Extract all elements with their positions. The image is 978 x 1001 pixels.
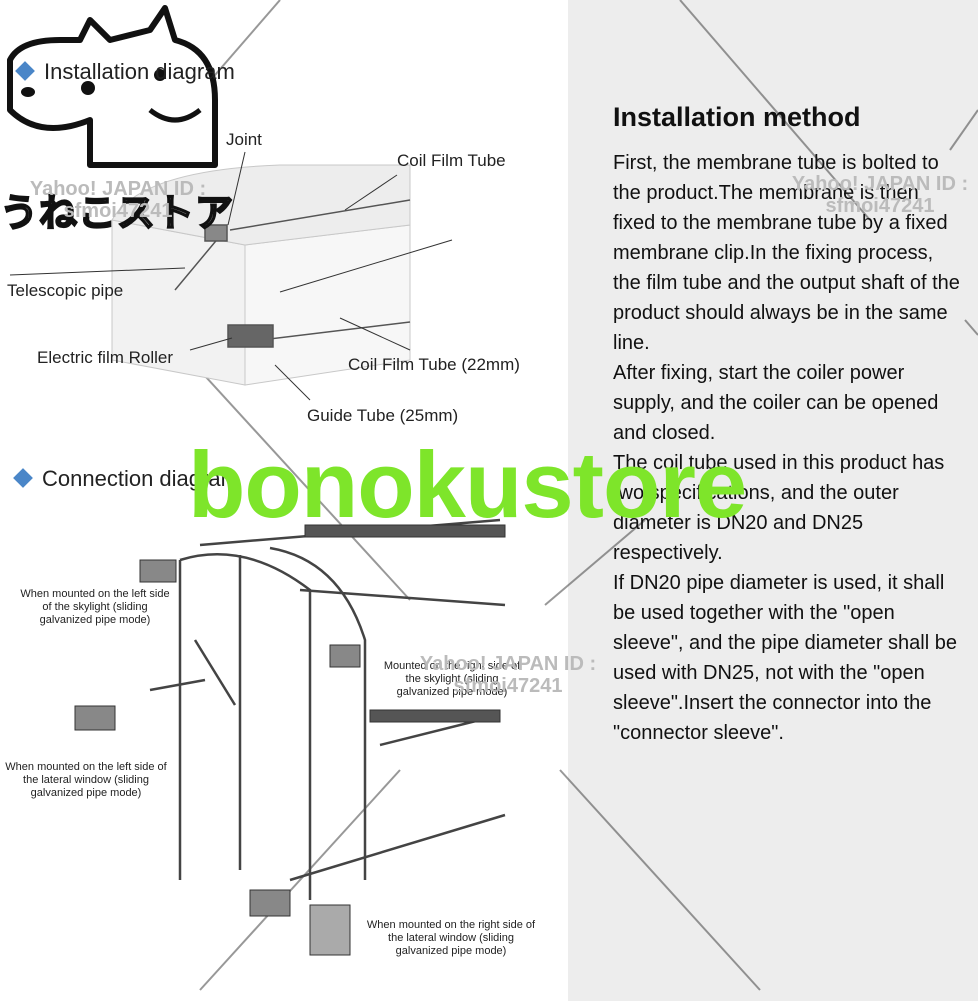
store-logo bbox=[7, 5, 218, 168]
label-left-lateral: When mounted on the left side of the lat… bbox=[5, 761, 167, 799]
label-guide-tube-25: Guide Tube (25mm) bbox=[307, 406, 459, 425]
label-coil-film-tube: Coil Film Tube bbox=[397, 151, 506, 170]
label-right-skylight: Mounted on the right side of the skyligh… bbox=[383, 660, 521, 698]
yahoo-watermark: Yahoo! JAPAN ID : sfmoi47241 bbox=[29, 178, 207, 222]
label-telescopic-pipe: Telescopic pipe bbox=[7, 281, 124, 300]
method-paragraph: First, the membrane tube is bolted to th… bbox=[613, 152, 960, 354]
label-coil-film-tube-22: Coil Film Tube (22mm) bbox=[348, 355, 520, 374]
method-paragraph: After fixing, start the coiler power sup… bbox=[613, 362, 939, 444]
diamond-bullet-icon bbox=[15, 61, 35, 82]
label-left-skylight: When mounted on the left side of the sky… bbox=[20, 588, 170, 626]
method-body: First, the membrane tube is bolted to th… bbox=[613, 148, 963, 748]
method-panel bbox=[568, 0, 978, 1001]
method-paragraph: The coil tube used in this product has t… bbox=[613, 452, 945, 564]
installation-heading: Installation diagram bbox=[15, 59, 235, 85]
store-logo-text: うねこストア bbox=[0, 192, 235, 236]
method-paragraph: If DN20 pipe diameter is used, it shall … bbox=[613, 572, 957, 744]
label-right-lateral: When mounted on the right side of the la… bbox=[366, 919, 536, 957]
connection-heading: Connection diagram bbox=[13, 466, 239, 492]
label-electric-film-roller: Electric film Roller bbox=[37, 348, 174, 367]
yahoo-watermark: Yahoo! JAPAN ID : sfmoi47241 bbox=[791, 173, 969, 217]
label-joint: Joint bbox=[226, 130, 262, 149]
diamond-bullet-icon bbox=[13, 468, 33, 489]
yahoo-watermark: Yahoo! JAPAN ID : sfmoi47241 bbox=[419, 653, 597, 697]
method-title: Installation method bbox=[613, 102, 861, 132]
brand-watermark: bonokustore bbox=[188, 432, 747, 537]
